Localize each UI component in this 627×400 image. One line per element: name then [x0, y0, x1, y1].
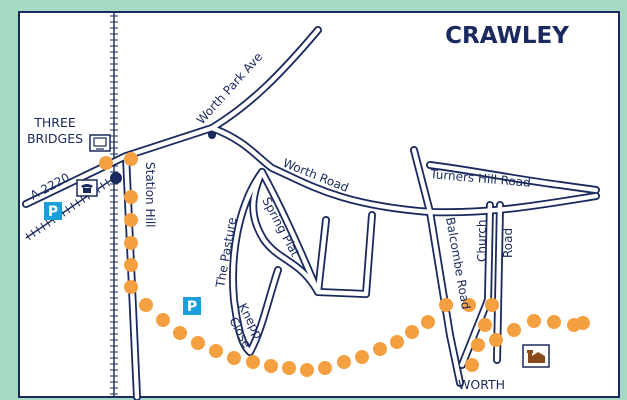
- road-label-road: Road: [501, 228, 515, 258]
- route-dot: [124, 280, 138, 294]
- railway-line: [110, 12, 118, 397]
- route-dot: [264, 359, 278, 373]
- route-dot: [471, 338, 485, 352]
- road-label-station-hill: Station Hill: [143, 162, 157, 228]
- route-dot: [191, 336, 205, 350]
- route-dot: [124, 190, 138, 204]
- route-dot: [124, 152, 138, 166]
- route-dot: [139, 298, 153, 312]
- route-dot: [124, 213, 138, 227]
- route-dot: [465, 358, 479, 372]
- route-dot: [173, 326, 187, 340]
- church-icon: [522, 344, 550, 368]
- route-dot: [124, 258, 138, 272]
- route-dot: [547, 315, 561, 329]
- map-title: CRAWLEY: [445, 23, 569, 49]
- svg-text:P: P: [187, 299, 197, 315]
- svg-text:P: P: [48, 204, 58, 220]
- route-dot: [318, 361, 332, 375]
- telephone-icon: [76, 179, 98, 197]
- route-dot: [507, 323, 521, 337]
- route-dot: [337, 355, 351, 369]
- route-dot: [246, 355, 260, 369]
- route-dot: [421, 315, 435, 329]
- place-worth: WORTH: [458, 377, 505, 392]
- route-dot: [124, 236, 138, 250]
- route-dot: [439, 298, 453, 312]
- road-label-church: Church: [475, 220, 489, 262]
- walking-route: [99, 152, 590, 377]
- railway-station-icon: [89, 134, 111, 152]
- route-dot: [405, 325, 419, 339]
- route-dot: [282, 361, 296, 375]
- route-dot: [156, 313, 170, 327]
- route-dot: [300, 363, 314, 377]
- route-dot: [478, 318, 492, 332]
- route-dot: [99, 156, 113, 170]
- parking-icon-central: P: [183, 297, 201, 315]
- route-dot: [373, 342, 387, 356]
- route-dot: [462, 298, 476, 312]
- route-dot: [576, 316, 590, 330]
- route-dot: [390, 335, 404, 349]
- route-dot: [485, 298, 499, 312]
- parking-icon-west: P: [44, 202, 62, 220]
- route-dot: [527, 314, 541, 328]
- place-three: THREE: [33, 115, 76, 130]
- route-dot: [227, 351, 241, 365]
- route-dot: [355, 350, 369, 364]
- station-marker: [110, 172, 122, 184]
- route-dot: [489, 333, 503, 347]
- route-dot: [209, 344, 223, 358]
- place-bridges: BRIDGES: [27, 131, 83, 146]
